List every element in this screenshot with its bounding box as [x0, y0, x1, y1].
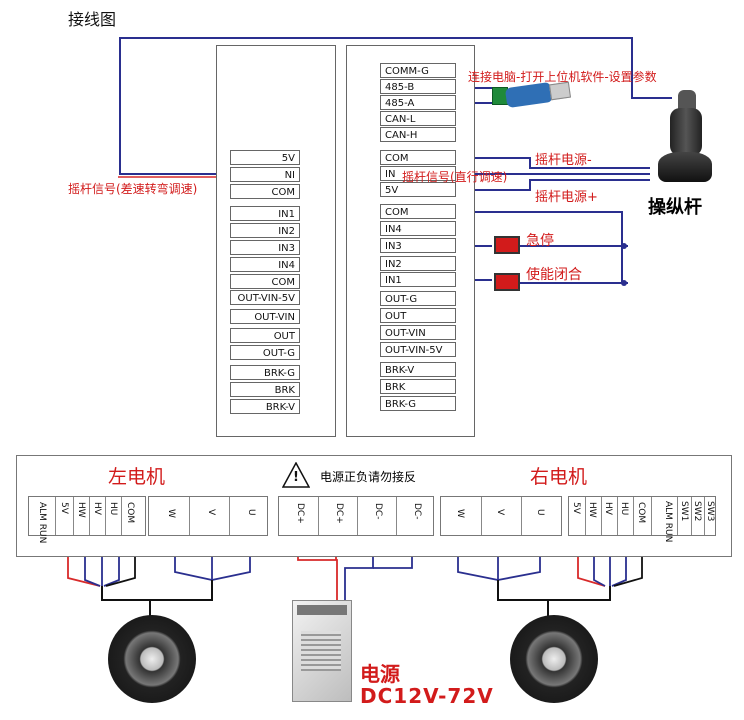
- right-pin: OUT-G: [380, 291, 456, 306]
- terminal-label: SW1: [679, 501, 689, 522]
- right-phase-terminal: W V U: [440, 496, 562, 536]
- left-signal-terminal: ALM RUN 5V HW HV HU COM: [28, 496, 146, 543]
- left-pin: IN2: [230, 223, 300, 238]
- right-pin: COMM-G: [380, 63, 456, 78]
- right-pin: IN: [380, 166, 456, 181]
- left-pin: COM: [230, 184, 300, 199]
- right-pin: OUT: [380, 308, 456, 323]
- terminal-label: COM: [125, 502, 135, 524]
- wire-stick-com: [455, 157, 650, 169]
- terminal-label: DC-: [373, 503, 383, 520]
- right-pin: COM: [380, 204, 456, 219]
- terminal-label: HV: [92, 502, 102, 515]
- usb-adapter-icon: [492, 81, 572, 109]
- joystick-label: 操纵杆: [648, 197, 702, 218]
- terminal-label: U: [246, 509, 256, 516]
- left-pin: IN3: [230, 240, 300, 255]
- estop-label: 急停: [526, 233, 554, 249]
- terminal-label: SW2: [692, 501, 702, 522]
- right-pin: 485-B: [380, 79, 456, 94]
- left-wheel-motor-icon: [108, 615, 196, 703]
- left-pin: BRK-G: [230, 365, 300, 380]
- page-title: 接线图: [68, 10, 117, 29]
- dc-terminal: DC+ DC+ DC- DC-: [278, 496, 434, 536]
- right-pin: 5V: [380, 182, 456, 197]
- terminal-label: HV: [603, 502, 613, 515]
- terminal-label: 5V: [59, 502, 69, 514]
- right-pin: CAN-H: [380, 127, 456, 142]
- right-pin: BRK-G: [380, 396, 456, 411]
- terminal-label: ALM RUN: [663, 501, 673, 543]
- power-label: 电源: [360, 662, 400, 686]
- terminal-label: HU: [619, 502, 629, 516]
- power-spec-label: DC12V-72V: [360, 684, 494, 708]
- left-motor-label: 左电机: [108, 466, 166, 488]
- right-pin: IN3: [380, 238, 456, 253]
- right-pin: IN2: [380, 256, 456, 271]
- right-pin: OUT-VIN: [380, 325, 456, 340]
- right-wheel-motor-icon: [510, 615, 598, 703]
- terminal-label: SW3: [705, 501, 715, 522]
- joystick-icon: [648, 90, 720, 190]
- stick-power-minus-label: 摇杆电源-: [535, 153, 592, 168]
- warning-icon: !: [282, 462, 310, 488]
- right-pin: OUT-VIN-5V: [380, 342, 456, 357]
- terminal-label: U: [535, 509, 545, 516]
- right-pin: BRK-V: [380, 362, 456, 377]
- pc-connect-label: 连接电脑-打开上位机软件-设置参数: [468, 70, 657, 84]
- left-pin: OUT-G: [230, 345, 300, 360]
- left-pin: NI: [230, 167, 300, 182]
- left-pin: COM: [230, 274, 300, 289]
- warning-label: 电源正负请勿接反: [320, 470, 417, 484]
- terminal-label: HW: [587, 502, 597, 518]
- right-pin: IN1: [380, 272, 456, 287]
- joystick-signal-diff-label: 摇杆信号(差速转弯调速): [68, 182, 198, 196]
- terminal-label: ALM RUN: [37, 502, 47, 544]
- left-pin: IN1: [230, 206, 300, 221]
- enable-label: 使能闭合: [526, 267, 582, 283]
- left-pin: OUT: [230, 328, 300, 343]
- estop-switch-icon: [494, 236, 520, 254]
- right-pin: BRK: [380, 379, 456, 394]
- terminal-label: W: [166, 509, 176, 518]
- left-pin: 5V: [230, 150, 300, 165]
- wire-stick-5v: [455, 179, 650, 191]
- right-pin: 485-A: [380, 95, 456, 110]
- wire-joystick-signal-diff: [119, 37, 672, 175]
- left-phase-terminal: W V U: [148, 496, 268, 536]
- terminal-label: HW: [76, 502, 86, 518]
- power-supply-icon: [292, 600, 352, 702]
- terminal-label: COM: [636, 502, 646, 524]
- terminal-label: DC+: [295, 503, 305, 524]
- right-pin: CAN-L: [380, 111, 456, 126]
- right-signal-terminal: 5V HW HV HU COM ALM RUN SW1 SW2 SW3: [568, 496, 716, 542]
- left-pin: OUT-VIN: [230, 309, 300, 324]
- terminal-label: DC+: [334, 503, 344, 524]
- terminal-label: V: [206, 509, 216, 516]
- right-motor-label: 右电机: [530, 466, 588, 488]
- left-pin: OUT-VIN-5V: [230, 290, 300, 305]
- stick-power-plus-label: 摇杆电源+: [535, 190, 598, 205]
- terminal-label: W: [455, 509, 465, 518]
- right-pin: IN4: [380, 221, 456, 236]
- right-pin: COM: [380, 150, 456, 165]
- left-pin: BRK-V: [230, 399, 300, 414]
- terminal-label: V: [495, 509, 505, 516]
- left-pin: BRK: [230, 382, 300, 397]
- terminal-label: HU: [108, 502, 118, 516]
- enable-switch-icon: [494, 273, 520, 291]
- joystick-signal-straight-label: 摇杆信号(直行调速): [402, 170, 508, 184]
- terminal-label: 5V: [571, 502, 581, 514]
- warning-symbol: !: [293, 470, 299, 485]
- left-pin: IN4: [230, 257, 300, 272]
- terminal-label: DC-: [412, 503, 422, 520]
- wire-com-bus: [455, 211, 623, 283]
